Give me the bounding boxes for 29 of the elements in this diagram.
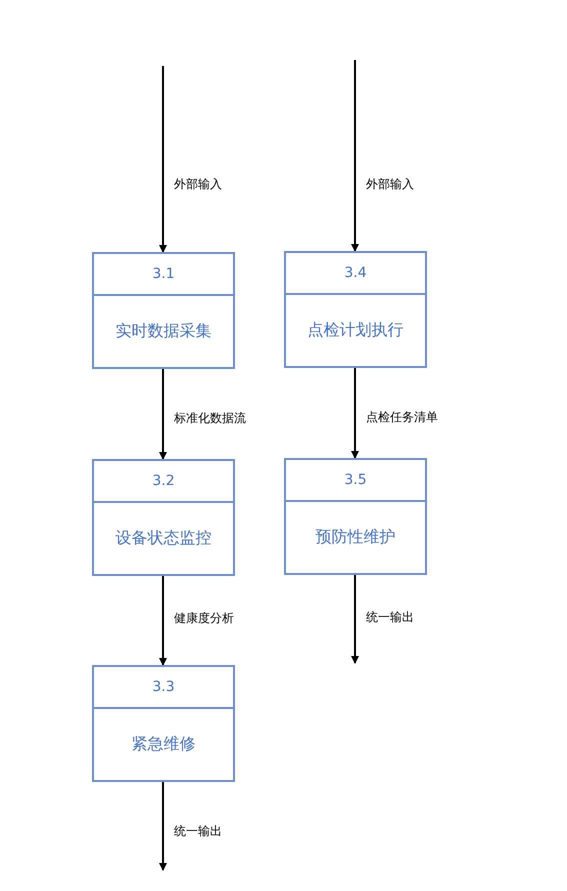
process-name: 紧急维修 — [132, 734, 196, 755]
arrow — [351, 575, 359, 664]
process-box — [284, 458, 427, 575]
process-number: 3.5 — [344, 472, 367, 488]
arrow — [351, 60, 359, 252]
process-box — [92, 459, 235, 576]
edge-label: 点检任务清单 — [366, 409, 438, 426]
process-number: 3.4 — [344, 265, 367, 281]
edge-label: 统一输出 — [366, 609, 414, 626]
process-name: 预防性维护 — [316, 527, 396, 548]
process-name: 实时数据采集 — [116, 321, 212, 342]
edge-label: 外部输入 — [174, 176, 222, 193]
process-box — [92, 252, 235, 369]
edge-label: 标准化数据流 — [174, 410, 246, 427]
arrow — [159, 66, 167, 253]
edge-label: 健康度分析 — [174, 610, 234, 627]
edge-label: 统一输出 — [174, 823, 222, 840]
arrow — [159, 369, 167, 460]
edge-label: 外部输入 — [366, 176, 414, 193]
arrow — [159, 782, 167, 871]
process-box — [284, 251, 427, 368]
arrow — [159, 576, 167, 666]
process-name: 点检计划执行 — [308, 320, 404, 341]
process-number: 3.2 — [152, 473, 175, 489]
process-number: 3.1 — [152, 266, 175, 282]
process-number: 3.3 — [152, 679, 175, 695]
arrow — [351, 368, 359, 459]
process-box — [92, 665, 235, 782]
process-name: 设备状态监控 — [116, 528, 212, 549]
